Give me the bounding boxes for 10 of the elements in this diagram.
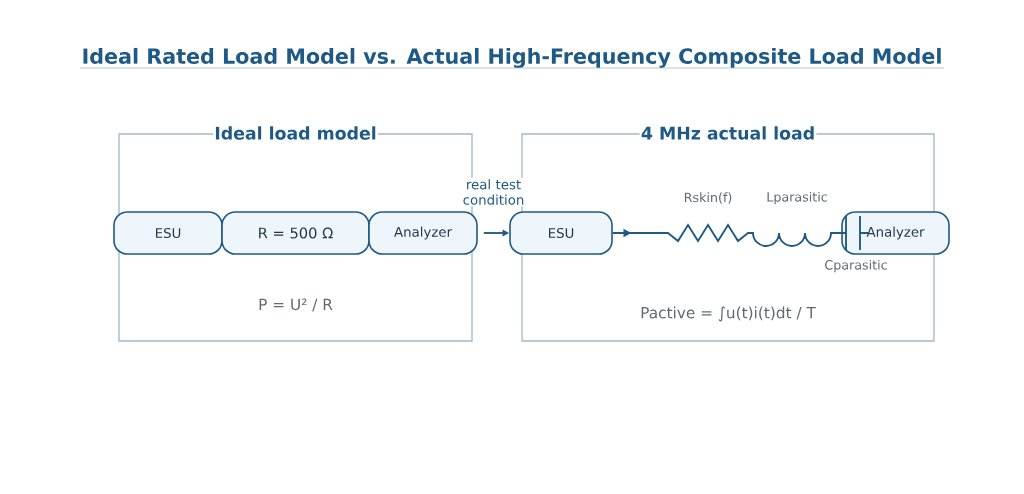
process-box: R = 500 Ω [221, 211, 370, 255]
title: Ideal Rated Load Model vs. Actual High-Frequency Composite Load Model [83, 47, 941, 69]
component-label: Cparasitic [825, 259, 887, 273]
edge-label: real test condition [452, 177, 535, 207]
process-box: Analyzer [841, 211, 950, 255]
process-box: ESU [509, 211, 613, 255]
component-label: Lparasitic [767, 191, 827, 205]
process-box: Analyzer [368, 211, 478, 255]
process-box: ESU [113, 211, 223, 255]
component-label: Rskin(f) [684, 192, 732, 204]
